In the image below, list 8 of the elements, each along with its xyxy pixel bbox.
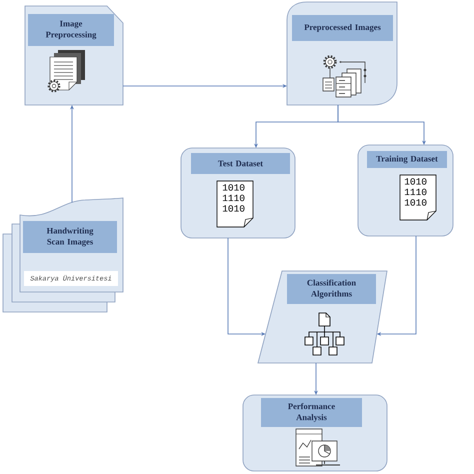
header-band: Test Dataset (191, 153, 290, 174)
header-band: Image Preprocessing (28, 14, 114, 46)
binary-digits: 1010 1110 1010 (222, 184, 244, 212)
binary-digits: 1010 1110 1010 (404, 178, 426, 206)
header-band: Performance Analysis (261, 398, 362, 427)
header-band: Preprocessed Images (292, 15, 393, 41)
header-band: Training Dataset (367, 151, 447, 168)
header-band: Classification Algorithms (287, 274, 376, 304)
